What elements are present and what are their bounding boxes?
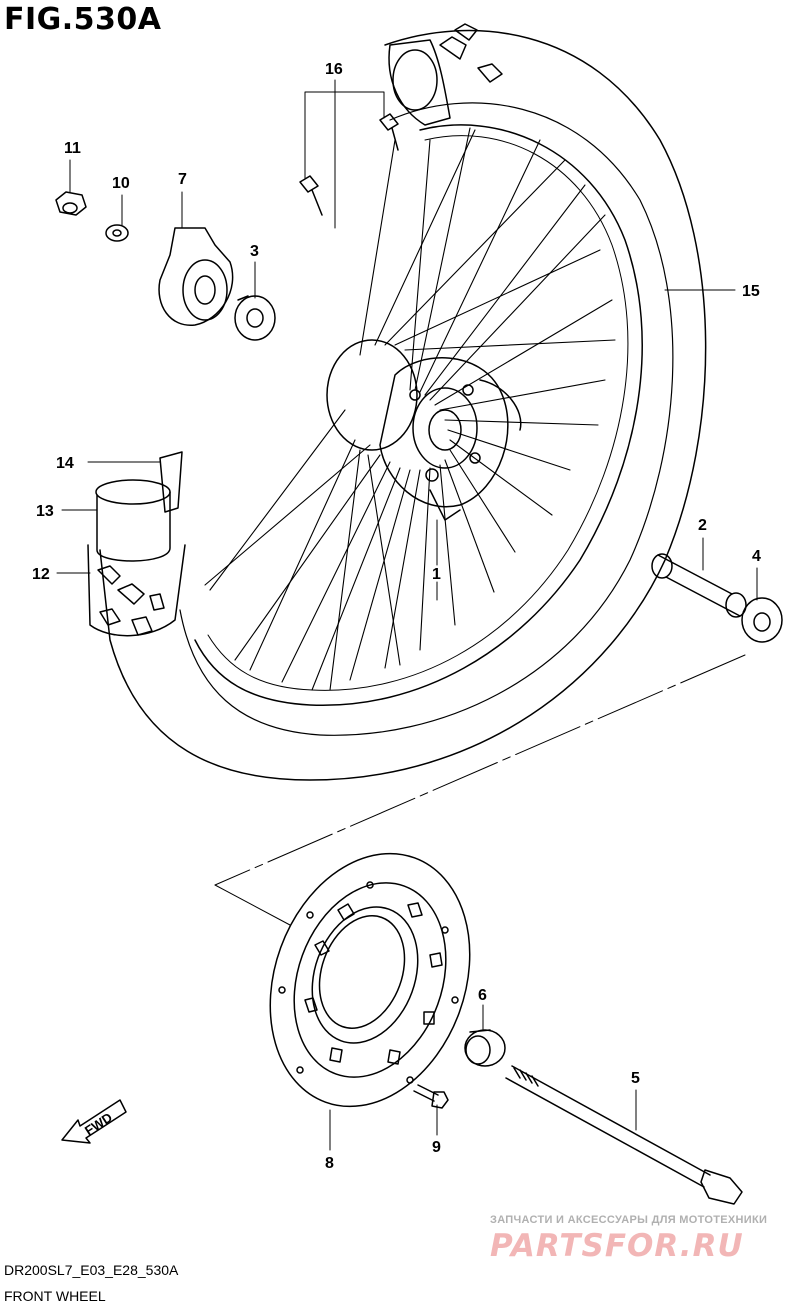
spokes	[204, 127, 616, 691]
callout-13: 13	[36, 503, 54, 520]
brake-disc	[269, 852, 471, 1108]
callout-8: 8	[325, 1155, 334, 1172]
disc-bolt	[413, 1084, 449, 1109]
washer	[105, 224, 129, 242]
callout-16: 16	[325, 61, 343, 78]
top-rim-lock	[388, 23, 503, 126]
rim-lock-assembly	[87, 451, 186, 637]
bearing-right	[741, 597, 783, 643]
rim	[194, 124, 643, 707]
speedometer-gearbox	[158, 227, 234, 326]
hub	[326, 339, 522, 521]
front-axle	[505, 1065, 743, 1205]
axle-collar	[464, 1029, 506, 1067]
callout-10: 10	[112, 175, 130, 192]
callout-11: 11	[64, 140, 81, 157]
watermark-caption: ЗАПЧАСТИ И АКСЕССУАРЫ ДЛЯ МОТОТЕХНИКИ	[490, 1214, 768, 1226]
callout-9: 9	[432, 1139, 441, 1156]
callout-12: 12	[32, 566, 50, 583]
bearing-left	[234, 295, 276, 341]
callout-14: 14	[56, 455, 74, 472]
callout-6: 6	[478, 987, 487, 1004]
diagram-code: DR200SL7_E03_E28_530A	[4, 1262, 179, 1278]
fwd-arrow	[61, 1099, 127, 1144]
watermark-logo: PARTSFOR.RU	[490, 1228, 744, 1264]
axle-centerline	[214, 654, 746, 926]
tire	[99, 29, 707, 781]
leader-lines	[56, 79, 758, 1151]
callout-7: 7	[178, 171, 187, 188]
spoke-nipple	[299, 113, 399, 216]
callout-3: 3	[250, 243, 259, 260]
spacer	[651, 553, 747, 618]
callout-5: 5	[631, 1070, 640, 1087]
axle-nut	[55, 191, 87, 216]
callout-1: 1	[432, 566, 441, 583]
callout-2: 2	[698, 517, 707, 534]
callout-4: 4	[752, 548, 761, 565]
diagram-name: FRONT WHEEL	[4, 1288, 106, 1304]
figure-title: FIG.530A	[4, 2, 162, 37]
callout-15: 15	[742, 283, 760, 300]
